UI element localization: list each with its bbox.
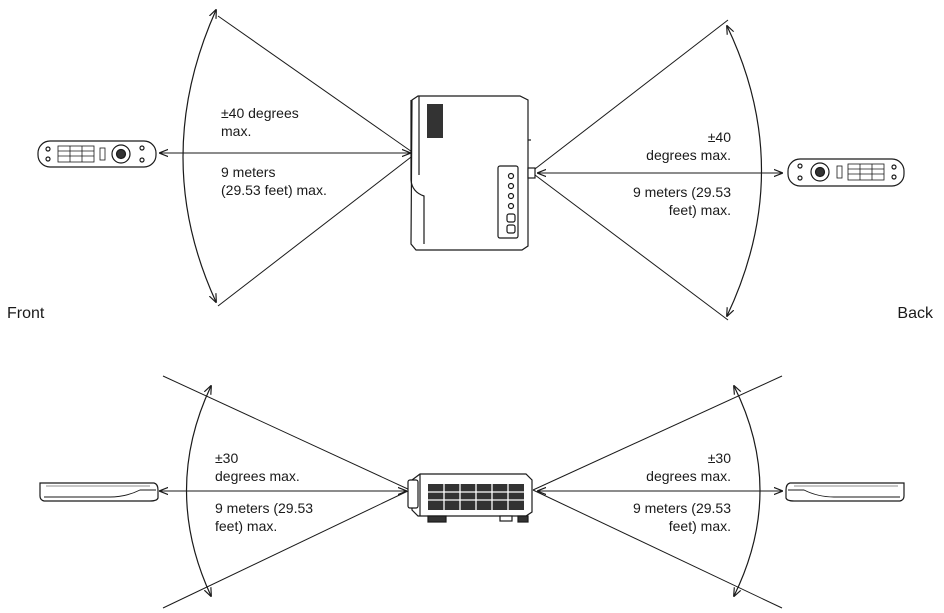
back-side-label: Back [897,305,933,322]
top-back-cone [530,19,729,321]
top-front-cone [217,15,416,307]
front-side-label: Front [7,305,45,322]
projector-top-view-icon [410,95,536,251]
top-front-angle-label: ±40 degrees max. [221,105,299,139]
projector-side-view-icon [407,473,533,523]
top-back-distance-label: 9 meters (29.53 feet) max. [632,184,731,218]
top-front-angle-arc [182,10,216,302]
remote-control-top-icon [787,158,905,187]
remote-control-side-icon [785,482,905,502]
top-back-angle-label: ±40 degrees max. [646,129,731,163]
bottom-front-distance-label: 9 meters (29.53 feet) max. [215,500,314,534]
bottom-back-distance-label: 9 meters (29.53 feet) max. [632,500,731,534]
bottom-front-cone [162,375,411,609]
bottom-front-angle-label: ±30 degrees max. [215,450,300,484]
bottom-back-angle-label: ±30 degrees max. [646,450,731,484]
remote-control-side-icon [39,482,159,502]
remote-control-top-icon [37,140,157,168]
top-front-distance-label: 9 meters (29.53 feet) max. [221,164,327,198]
top-back-angle-arc [727,26,763,316]
